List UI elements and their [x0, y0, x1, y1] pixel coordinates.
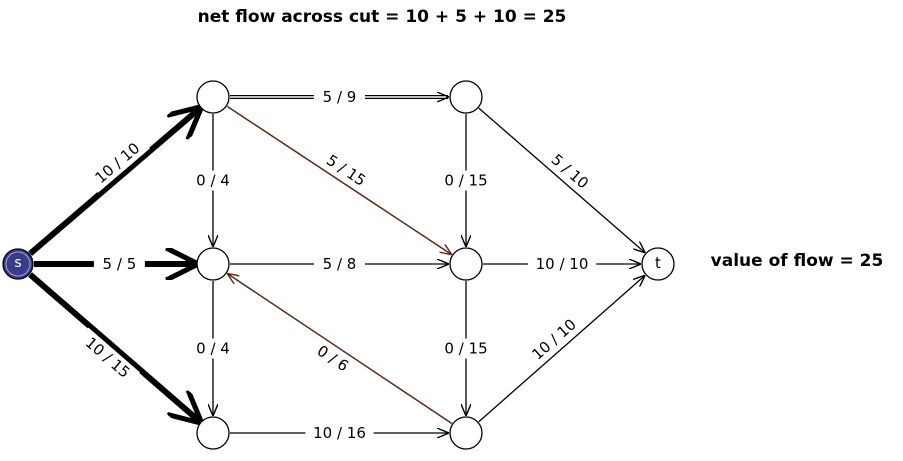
- node-label-t: t: [655, 254, 661, 272]
- edge-line-f-b: [228, 274, 453, 425]
- edge-label-bg: [187, 338, 239, 359]
- edge-label-bg: [527, 254, 597, 274]
- edge-a-d: 5 / 9: [230, 87, 448, 107]
- node-circle-t: [641, 247, 675, 281]
- node-circle-d: [449, 80, 483, 114]
- edge-label-group-b-c: 0 / 4: [187, 338, 239, 359]
- node-b: [196, 247, 230, 281]
- edge-label-bg: [314, 254, 365, 274]
- edge-label-bg: [521, 309, 587, 370]
- edge-label-bg: [436, 170, 496, 191]
- edge-label-e-f: 0 / 15: [444, 340, 487, 358]
- edge-label-a-d: 5 / 9: [323, 88, 357, 106]
- edge-label-d-t: 5 / 10: [548, 150, 592, 192]
- edge-label-d-e: 0 / 15: [444, 172, 487, 190]
- edge-a-b: 0 / 4: [187, 114, 239, 246]
- node-t: t: [641, 247, 675, 281]
- edge-label-group-e-f: 0 / 15: [436, 338, 496, 359]
- node-label-s: s: [14, 255, 21, 271]
- edge-s-c: 10 / 15: [28, 272, 199, 421]
- edge-label-bg: [305, 423, 374, 443]
- edge-a-e: 5 / 15: [226, 105, 451, 254]
- edge-b-c: 0 / 4: [187, 281, 239, 415]
- edge-label-bg: [315, 145, 377, 196]
- node-c: [196, 416, 230, 450]
- edge-label-bg: [85, 133, 150, 193]
- edge-line-f-t: [478, 276, 645, 423]
- node-d: [449, 80, 483, 114]
- edge-label-group-f-t: 10 / 10: [521, 309, 587, 370]
- edge-label-c-f: 10 / 16: [313, 424, 366, 442]
- edge-label-e-t: 10 / 10: [536, 255, 589, 273]
- edge-f-t: 10 / 10: [478, 276, 645, 423]
- edge-line-a-e: [226, 105, 451, 254]
- node-circle-f: [449, 416, 483, 450]
- edge-label-group-f-b: 0 / 6: [306, 335, 360, 381]
- node-circle-s: [2, 248, 34, 280]
- edge-label-group-b-e: 5 / 8: [314, 254, 365, 274]
- edge-label-group-d-e: 0 / 15: [436, 170, 496, 191]
- node-ring-s: [5, 251, 31, 277]
- edge-f-b: 0 / 6: [228, 274, 453, 425]
- edge-label-bg: [436, 338, 496, 359]
- edge-label-group-a-d: 5 / 9: [314, 87, 365, 107]
- flow-value-caption: value of flow = 25: [711, 251, 884, 271]
- cut-caption: net flow across cut = 10 + 5 + 10 = 25: [198, 7, 567, 27]
- edge-e-t: 10 / 10: [483, 254, 640, 274]
- node-f: [449, 416, 483, 450]
- edge-label-group-a-b: 0 / 4: [187, 170, 239, 191]
- node-circle-a: [196, 80, 230, 114]
- edge-label-a-b: 0 / 4: [196, 172, 230, 190]
- node-circle-b: [196, 247, 230, 281]
- edge-s-a: 10 / 10: [28, 109, 199, 256]
- edge-label-group-s-b: 5 / 5: [93, 254, 145, 274]
- edge-s-b: 5 / 5: [34, 254, 195, 274]
- edge-label-group-e-t: 10 / 10: [527, 254, 597, 274]
- node-s: s: [2, 248, 34, 280]
- edge-label-bg: [306, 335, 360, 381]
- edge-e-f: 0 / 15: [436, 281, 496, 415]
- edge-label-bg: [93, 254, 145, 274]
- edge-line-s-a: [28, 109, 199, 256]
- edge-d-t: 5 / 10: [478, 107, 645, 252]
- edge-line-s-c: [28, 272, 199, 421]
- edge-line-d-t: [478, 107, 645, 252]
- edge-label-bg: [314, 87, 365, 107]
- edge-label-bg: [187, 170, 239, 191]
- edge-label-b-c: 0 / 4: [196, 340, 230, 358]
- edge-c-f: 10 / 16: [230, 423, 448, 443]
- node-a: [196, 80, 230, 114]
- edge-label-b-e: 5 / 8: [323, 255, 357, 273]
- edge-label-group-d-t: 5 / 10: [540, 144, 599, 199]
- node-circle-e: [449, 247, 483, 281]
- edge-label-bg: [540, 144, 599, 199]
- edge-label-bg: [75, 327, 140, 388]
- node-e: [449, 247, 483, 281]
- edge-label-group-c-f: 10 / 16: [305, 423, 374, 443]
- edge-label-s-b: 5 / 5: [103, 255, 137, 273]
- node-circle-c: [196, 416, 230, 450]
- edge-b-e: 5 / 8: [230, 254, 448, 274]
- edge-d-e: 0 / 15: [436, 114, 496, 246]
